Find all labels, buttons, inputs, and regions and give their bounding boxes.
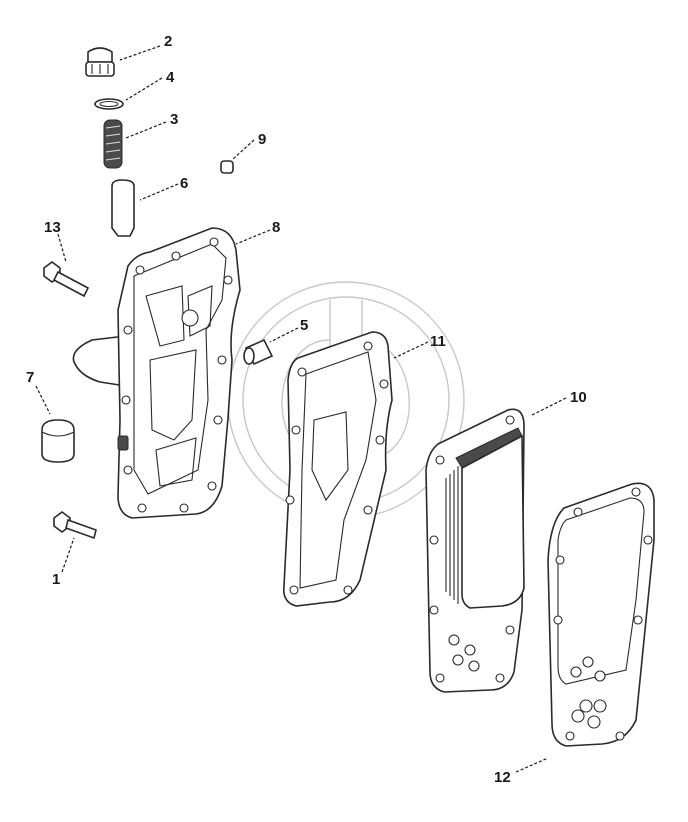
callout-6: 6: [180, 175, 188, 192]
part-11-gasket: [282, 331, 393, 607]
callout-9: 9: [258, 131, 266, 148]
part-4-o-ring: [94, 98, 124, 110]
part-12-gasket: [547, 482, 655, 747]
callout-8: 8: [272, 219, 280, 236]
callout-5: 5: [300, 317, 308, 334]
part-1-bolt: [53, 511, 97, 540]
callout-12: 12: [494, 769, 511, 786]
part-2-plug: [85, 47, 115, 77]
callout-2: 2: [164, 33, 172, 50]
part-6-valve: [111, 179, 135, 237]
part-9-small-plug: [220, 160, 234, 174]
part-5-plug: [243, 338, 274, 366]
part-13-bolt: [43, 261, 90, 298]
callout-10: 10: [570, 389, 587, 406]
callout-7: 7: [26, 369, 34, 386]
leader-lines: [35, 45, 567, 773]
part-3-spring: [103, 119, 123, 169]
callout-13: 13: [44, 219, 61, 236]
part-7-cap: [41, 419, 75, 463]
callout-4: 4: [166, 69, 175, 86]
callout-1: 1: [52, 571, 60, 588]
part-8-housing: [72, 227, 241, 519]
callout-11: 11: [430, 333, 446, 350]
part-10-oil-cooler: [425, 408, 525, 693]
callout-3: 3: [170, 111, 178, 128]
